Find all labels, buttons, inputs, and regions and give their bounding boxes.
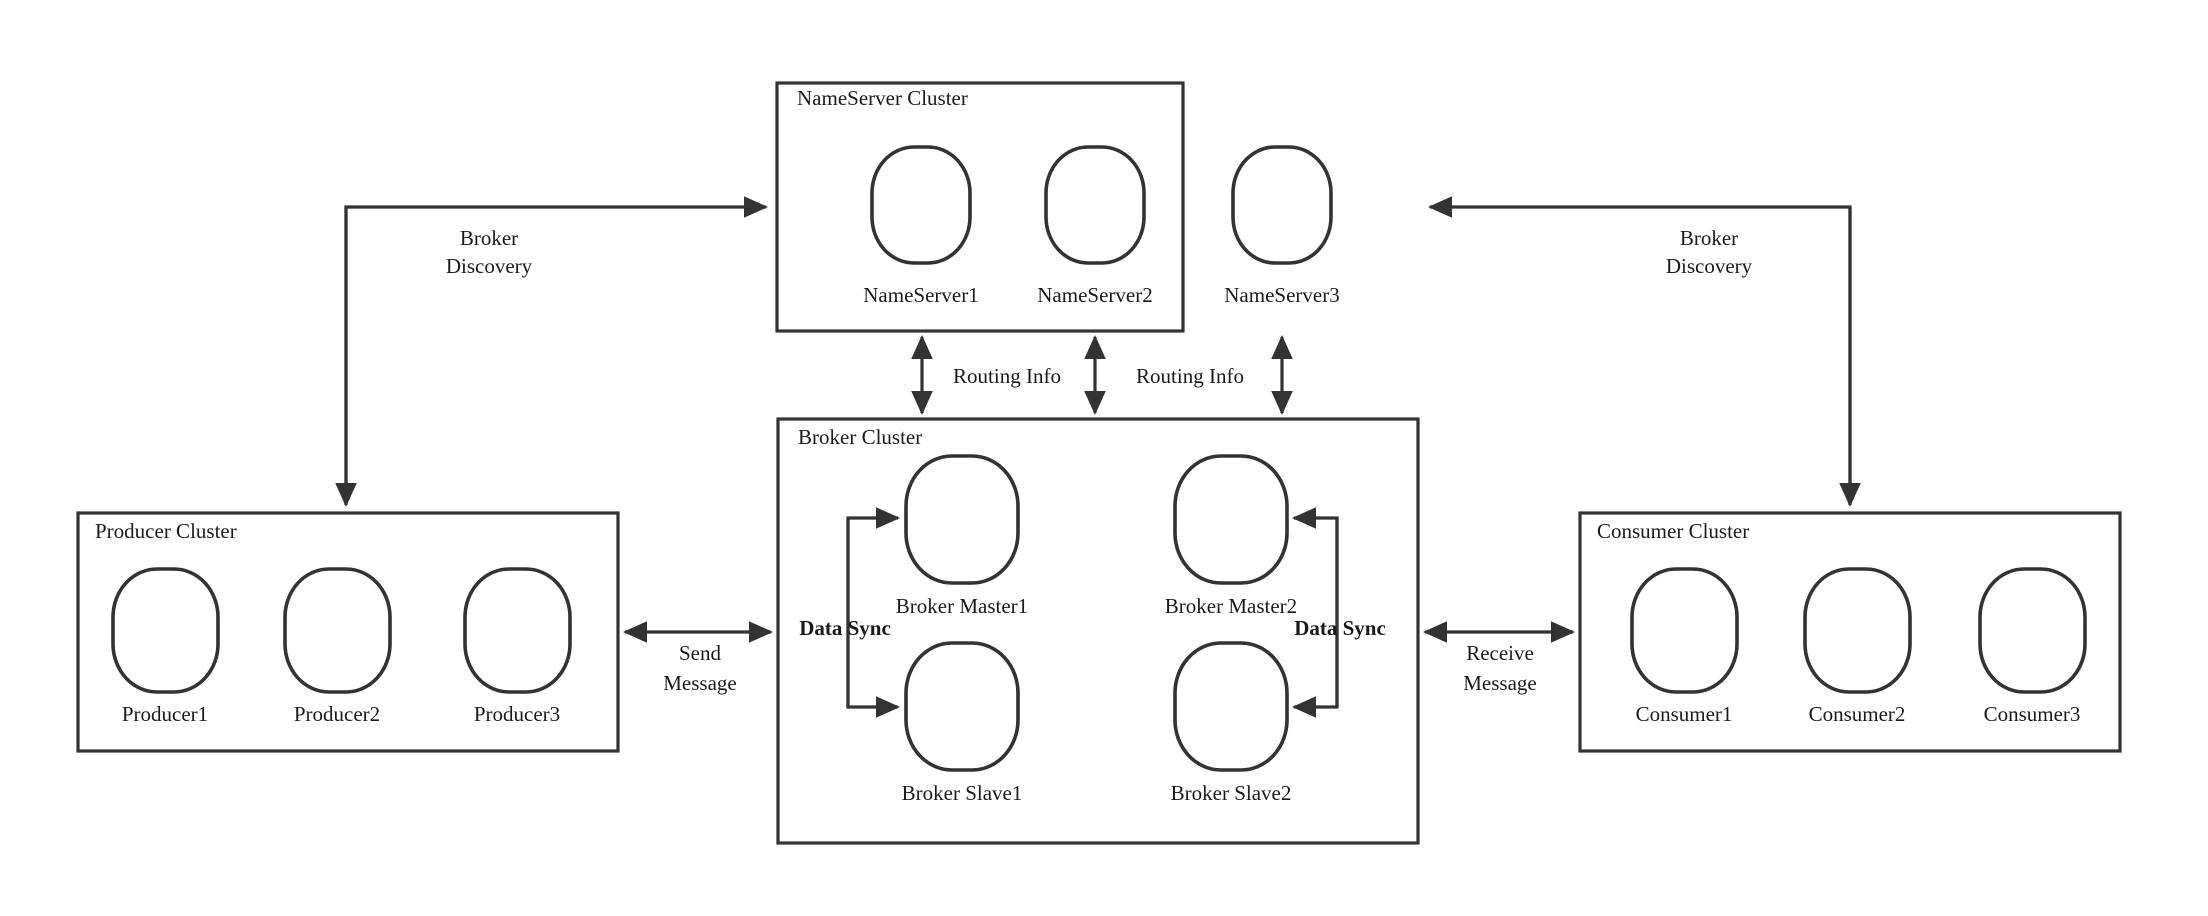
edge-data-sync-right-label: Data Sync: [1294, 616, 1386, 640]
node-broker-master2-label: Broker Master2: [1165, 594, 1297, 618]
edge-receive-message[interactable]: Receive Message: [1423, 621, 1575, 695]
cluster-producer[interactable]: Producer Cluster Producer1 Producer2 Pro…: [76, 511, 620, 753]
node-consumer1-shape: [1630, 567, 1739, 694]
edge-data-sync-left-path-to-master1: [846, 507, 900, 707]
edge-data-sync-right[interactable]: Data Sync: [1292, 507, 1386, 718]
node-consumer3[interactable]: Consumer3: [1978, 567, 2087, 726]
edge-broker-discovery-right[interactable]: Broker Discovery: [1428, 196, 1861, 507]
edge-send-message[interactable]: Send Message: [623, 621, 773, 695]
node-consumer2[interactable]: Consumer2: [1803, 567, 1912, 726]
node-producer2-label: Producer2: [294, 702, 380, 726]
node-consumer3-label: Consumer3: [1984, 702, 2081, 726]
node-broker-master2-shape: [1173, 454, 1289, 585]
node-nameserver3-shape: [1231, 145, 1333, 265]
edge-send-message-label-line1: Send: [679, 641, 722, 665]
edge-broker-discovery-right-label-line1: Broker: [1680, 226, 1738, 250]
edge-receive-message-label-line1: Receive: [1466, 641, 1534, 665]
node-nameserver3[interactable]: NameServer3: [1224, 145, 1340, 307]
node-broker-slave2-label: Broker Slave2: [1171, 781, 1292, 805]
edge-routing-info-right-label: Routing Info: [1136, 364, 1244, 388]
edge-data-sync-left[interactable]: Data Sync: [799, 507, 900, 718]
cluster-broker-title: Broker Cluster: [798, 425, 922, 449]
node-consumer3-shape: [1978, 567, 2087, 694]
node-nameserver3-label: NameServer3: [1224, 283, 1339, 307]
node-broker-master1-label: Broker Master1: [896, 594, 1028, 618]
node-producer2-shape: [283, 567, 392, 694]
node-producer1-shape: [111, 567, 220, 694]
node-broker-master1[interactable]: Broker Master1: [896, 454, 1028, 618]
node-nameserver1[interactable]: NameServer1: [863, 145, 979, 307]
edge-data-sync-right-path-to-master2: [1292, 507, 1339, 707]
node-producer1-label: Producer1: [122, 702, 208, 726]
node-broker-slave1-shape: [904, 641, 1020, 772]
node-nameserver1-shape: [870, 145, 972, 265]
edge-routing-info-left-label: Routing Info: [953, 364, 1061, 388]
node-nameserver2[interactable]: NameServer2: [1037, 145, 1153, 307]
node-consumer2-label: Consumer2: [1809, 702, 1906, 726]
node-producer3-label: Producer3: [474, 702, 560, 726]
node-broker-slave2-shape: [1173, 641, 1289, 772]
cluster-nameserver-title: NameServer Cluster: [797, 86, 968, 110]
cluster-consumer-title: Consumer Cluster: [1597, 519, 1749, 543]
edge-send-message-label-line2: Message: [663, 671, 736, 695]
edge-broker-discovery-right-label-line2: Discovery: [1666, 254, 1753, 278]
node-broker-master2[interactable]: Broker Master2: [1165, 454, 1297, 618]
cluster-nameserver[interactable]: NameServer Cluster NameServer1 NameServe…: [775, 81, 1340, 333]
cluster-consumer[interactable]: Consumer Cluster Consumer1 Consumer2 Con…: [1578, 511, 2122, 753]
node-broker-slave1[interactable]: Broker Slave1: [902, 641, 1023, 805]
node-consumer1[interactable]: Consumer1: [1630, 567, 1739, 726]
edge-broker-discovery-left[interactable]: Broker Discovery: [335, 196, 768, 507]
cluster-broker[interactable]: Broker Cluster Broker Master1 Broker Mas…: [776, 417, 1420, 845]
edge-data-sync-left-label: Data Sync: [799, 616, 891, 640]
edge-broker-discovery-left-label-line2: Discovery: [446, 254, 533, 278]
node-producer3-shape: [463, 567, 572, 694]
edge-receive-message-label-line2: Message: [1463, 671, 1536, 695]
node-broker-master1-shape: [904, 454, 1020, 585]
node-producer2[interactable]: Producer2: [283, 567, 392, 726]
node-broker-slave1-label: Broker Slave1: [902, 781, 1023, 805]
edge-broker-discovery-left-path-to-nameserver: [344, 196, 768, 505]
node-broker-slave2[interactable]: Broker Slave2: [1171, 641, 1292, 805]
node-consumer1-label: Consumer1: [1636, 702, 1733, 726]
edge-broker-discovery-right-path-to-nameserver: [1428, 196, 1852, 505]
edge-broker-discovery-left-label-line1: Broker: [460, 226, 518, 250]
node-nameserver2-label: NameServer2: [1037, 283, 1152, 307]
cluster-broker-box: [776, 417, 1420, 845]
node-producer1[interactable]: Producer1: [111, 567, 220, 726]
cluster-producer-title: Producer Cluster: [95, 519, 237, 543]
node-nameserver2-shape: [1044, 145, 1146, 265]
node-producer3[interactable]: Producer3: [463, 567, 572, 726]
node-consumer2-shape: [1803, 567, 1912, 694]
node-nameserver1-label: NameServer1: [863, 283, 978, 307]
